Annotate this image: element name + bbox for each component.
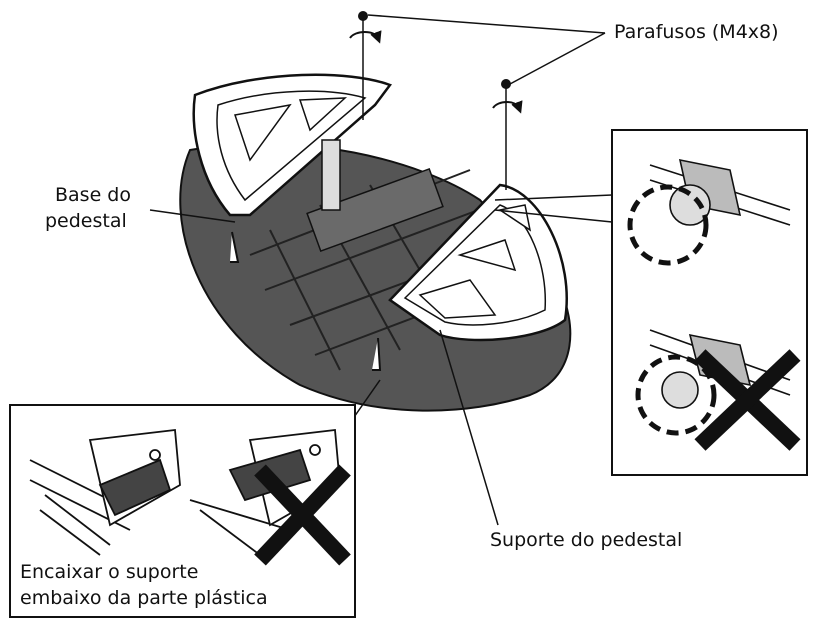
screw-icon (492, 79, 523, 190)
base-label-line1: Base do (55, 184, 131, 206)
screws-label: Parafusos (M4x8) (614, 21, 779, 43)
left-pedestal-support (192, 73, 393, 217)
wrong-x-icon (254, 464, 351, 566)
note-line1: Encaixar o suporte (20, 561, 199, 583)
note-line2: embaixo da parte plástica (20, 587, 268, 609)
support-label: Suporte do pedestal (490, 529, 683, 551)
screw-icon (349, 11, 382, 120)
detail-box-bottom (9, 404, 356, 618)
detail-box-right (611, 129, 808, 476)
dashed-detail-circle-icon (627, 184, 709, 266)
dashed-detail-circle-icon (635, 354, 717, 436)
wrong-x-icon (694, 349, 801, 451)
pedestal-base (179, 142, 572, 412)
base-label-line2: pedestal (45, 210, 127, 232)
